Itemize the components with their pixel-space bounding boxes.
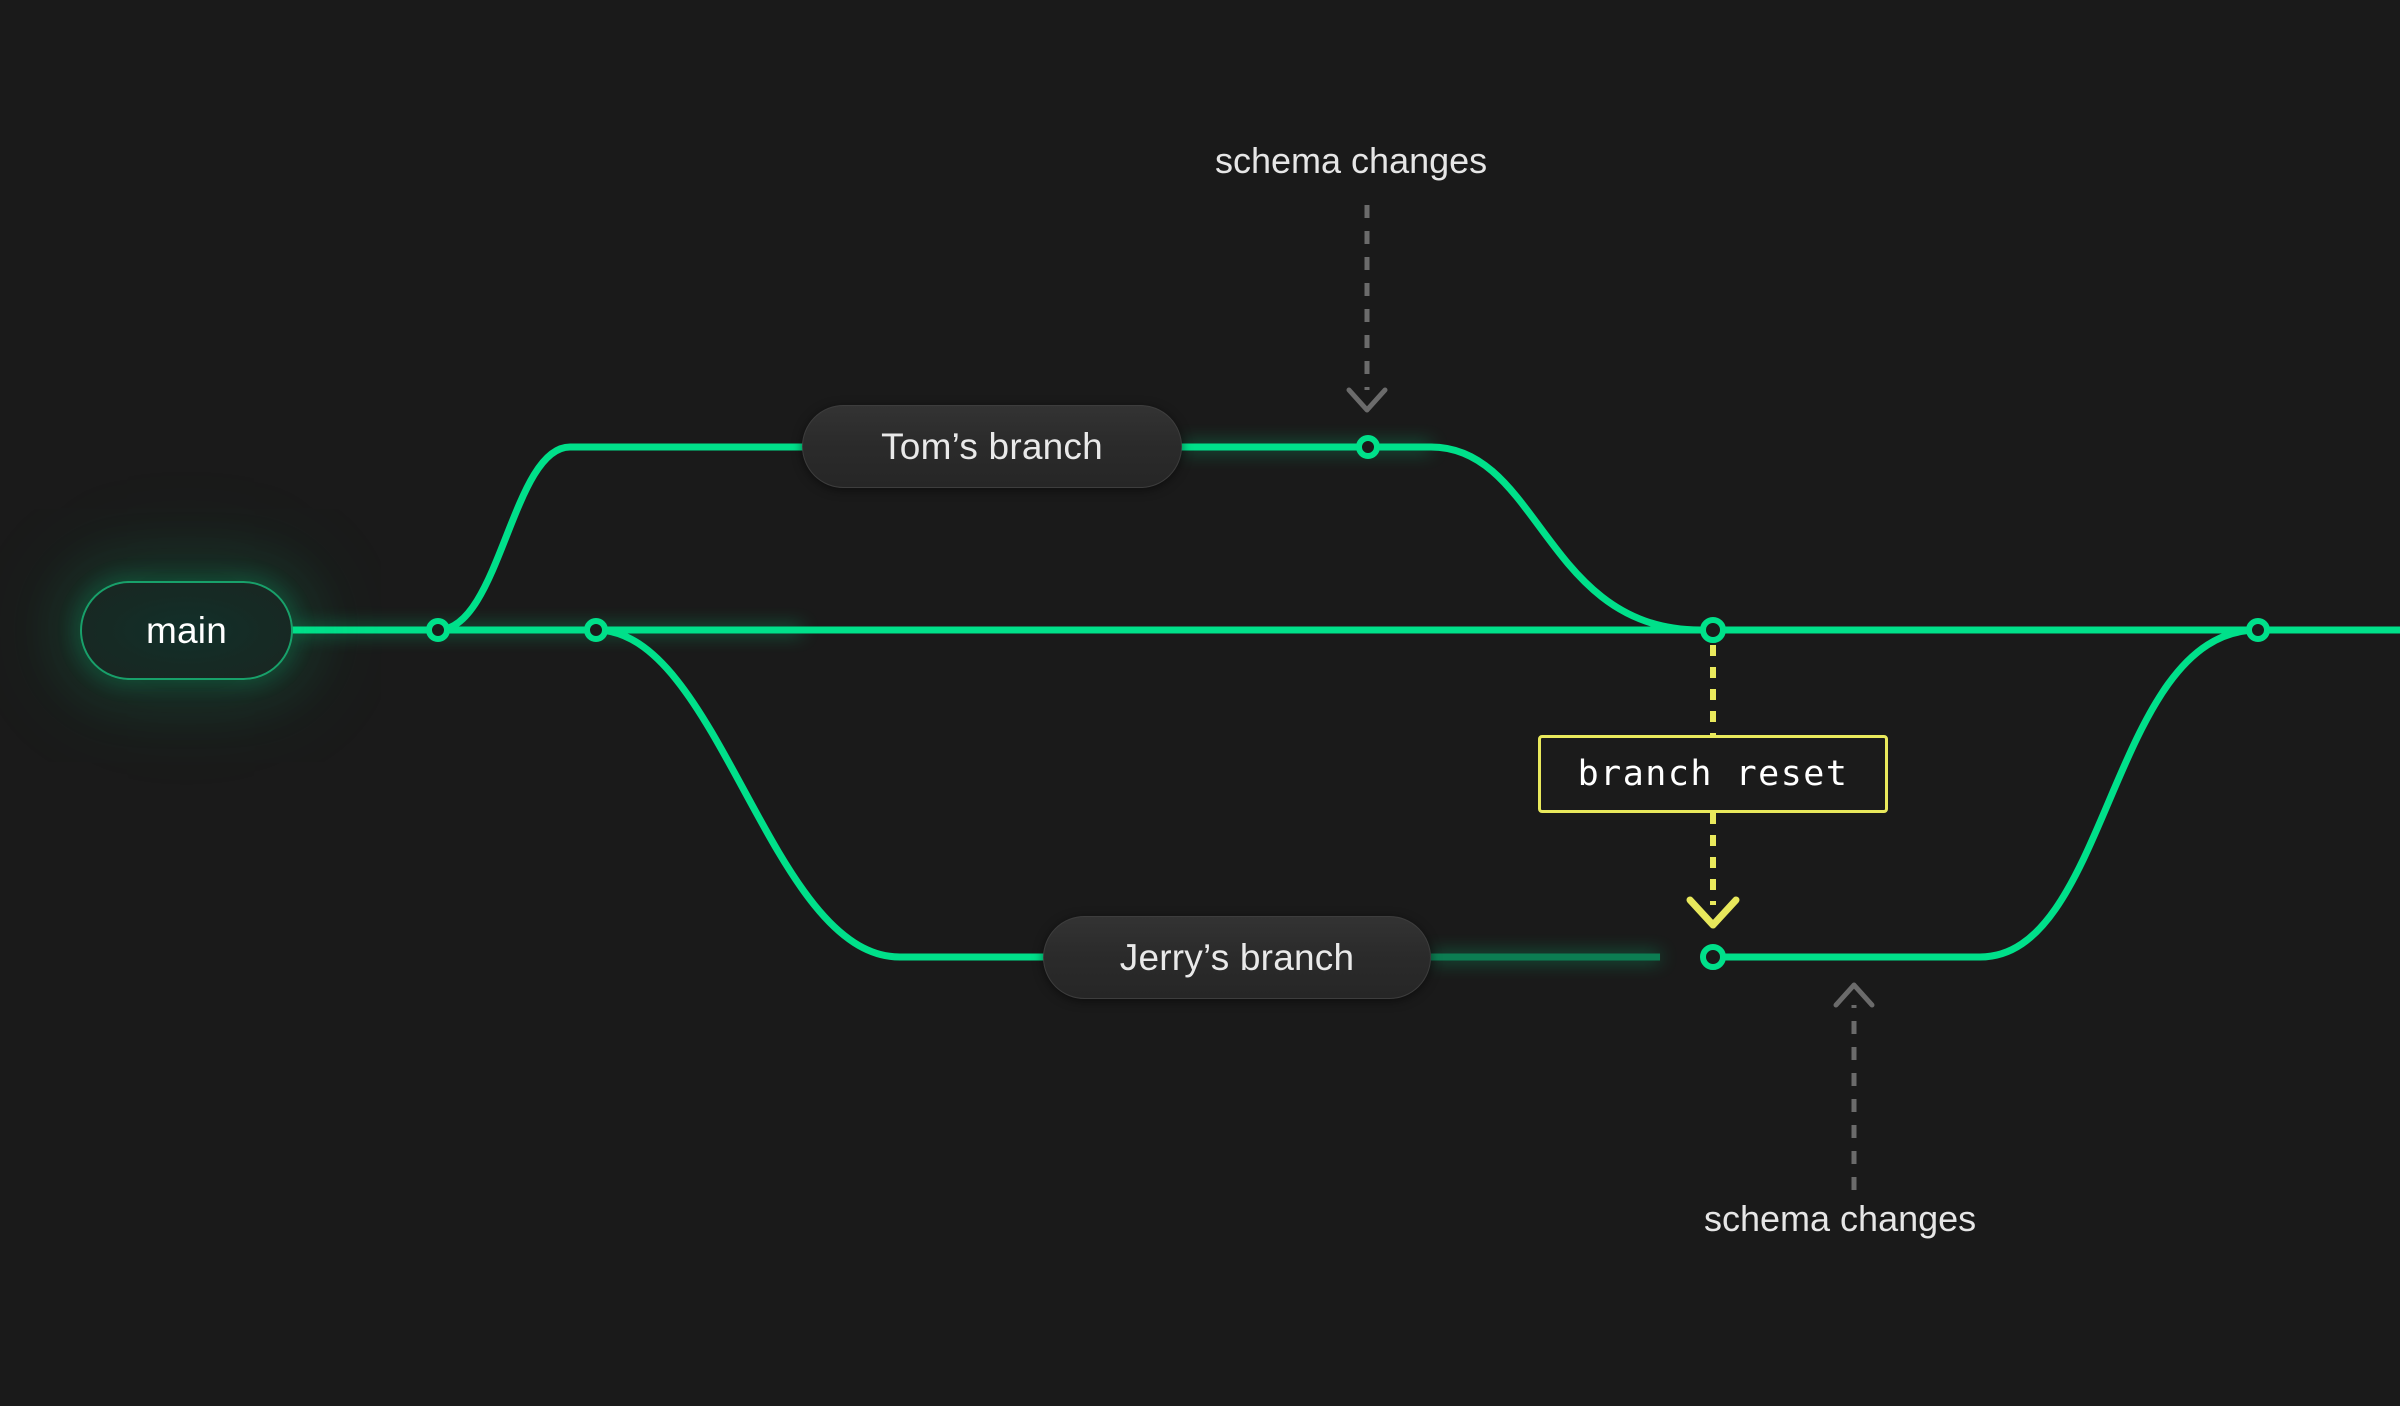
branch-reset-callout[interactable]: branch reset	[1538, 735, 1888, 813]
branch-pill-tom-label: Tom’s branch	[881, 425, 1103, 467]
annotation-schema-changes-bottom: schema changes	[1704, 1198, 1977, 1239]
commit-node-main-reset-source[interactable]	[1700, 617, 1726, 643]
branch-reset-label: branch reset	[1577, 754, 1849, 794]
line-glow-layer	[293, 443, 1660, 961]
branch-pill-main-label: main	[146, 609, 227, 651]
commit-node-tom-schema[interactable]	[1356, 435, 1380, 459]
tom-branch-merge-curve	[1427, 443, 1704, 634]
schema-changes-top-arrowhead-icon	[1346, 387, 1388, 413]
commit-node-main-1[interactable]	[426, 618, 450, 642]
commit-node-main-merge[interactable]	[2246, 618, 2270, 642]
tom-branch-out-curve	[434, 443, 806, 634]
annotation-schema-changes-top: schema changes	[1215, 140, 1488, 181]
branch-pill-jerry[interactable]: Jerry’s branch	[1043, 916, 1431, 999]
commit-node-jerry-reset-target[interactable]	[1700, 944, 1726, 970]
branch-pill-tom[interactable]: Tom’s branch	[802, 405, 1182, 488]
jerry-branch-merge-curve	[1976, 626, 2262, 961]
commit-node-main-2[interactable]	[584, 618, 608, 642]
branch-pill-main[interactable]: main	[80, 581, 293, 680]
jerry-branch-out-curve	[592, 626, 1047, 961]
commit-nodes	[426, 435, 2270, 970]
branch-reset-arrowhead-icon	[1686, 896, 1740, 929]
branch-pill-jerry-label: Jerry’s branch	[1119, 936, 1355, 978]
schema-changes-bottom-arrowhead-icon	[1833, 982, 1875, 1008]
